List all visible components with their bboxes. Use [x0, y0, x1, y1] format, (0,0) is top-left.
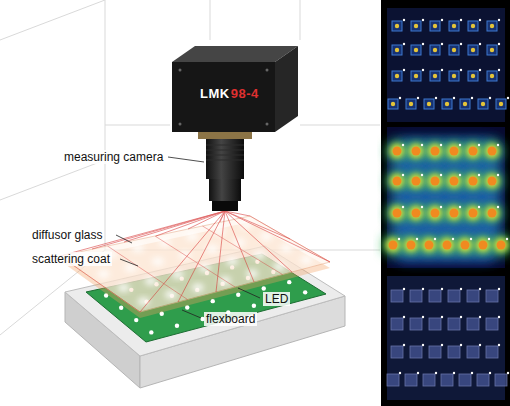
measuring-camera [172, 46, 298, 211]
leader-lines [116, 157, 260, 318]
part-label: diffusor glass [30, 228, 104, 242]
image-panel [381, 0, 510, 406]
camera-logo-model: 98-4 [231, 86, 259, 101]
part-label: measuring camera [62, 150, 165, 164]
luminance-images [383, 8, 510, 400]
part-label: LED [263, 292, 290, 306]
camera-logo: LMK [200, 86, 230, 101]
part-label: flexboard [204, 312, 257, 326]
part-label: scattering coat [30, 252, 112, 266]
